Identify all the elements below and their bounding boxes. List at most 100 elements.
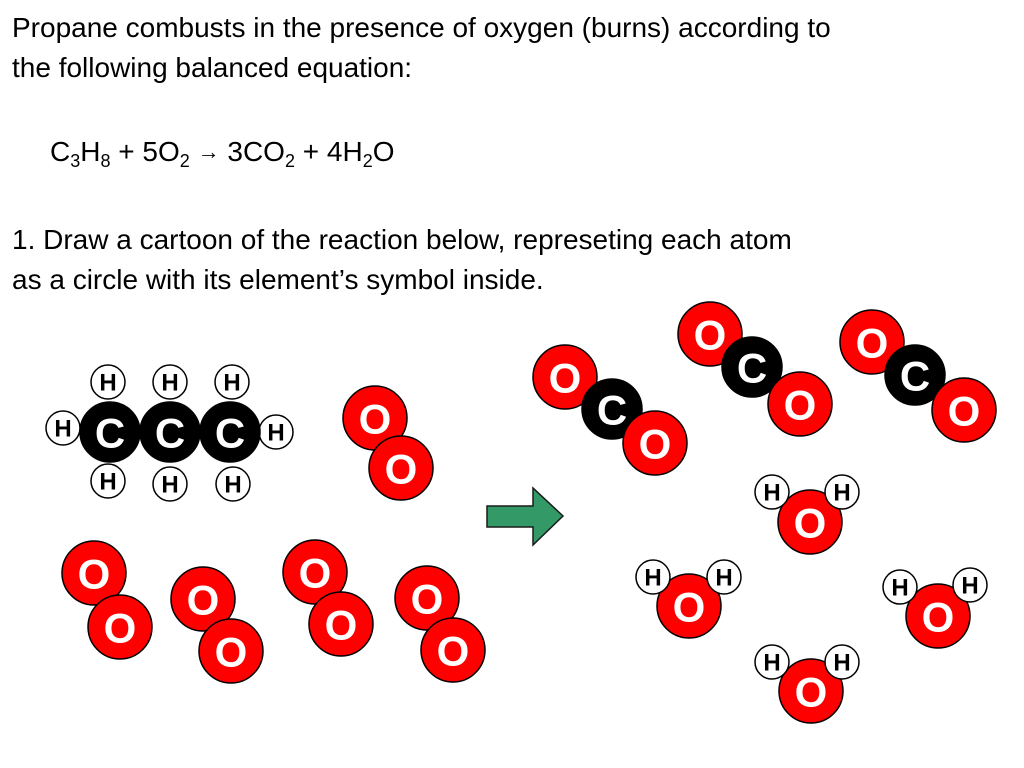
carbon-atom: C (884, 344, 946, 406)
hydrogen-atom-symbol: H (54, 416, 71, 443)
hydrogen-atom: H (824, 644, 860, 680)
oxygen-formula: 5O2 (142, 136, 190, 171)
oxygen-atom-symbol: O (299, 550, 332, 597)
hydrogen-atom-circle (754, 474, 790, 510)
oxygen-atom-symbol: O (794, 500, 827, 547)
oxygen-molecule: OO (342, 385, 434, 501)
oxygen-atom: O (767, 371, 833, 437)
carbon-dioxide-molecule: OCO (677, 301, 833, 437)
carbon-atom: C (139, 401, 201, 463)
oxygen-molecule: OO (282, 539, 374, 657)
oxygen-atom-circle (839, 309, 905, 375)
oxygen-atom: O (677, 301, 743, 367)
hydrogen-atom-symbol: H (644, 565, 661, 592)
hydrogen-atom: H (754, 474, 790, 510)
water-molecule: OH H (754, 644, 860, 724)
oxygen-atom-symbol: O (325, 602, 358, 649)
oxygen-atom: O (342, 385, 408, 451)
oxygen-atom-circle (931, 377, 997, 443)
hydrogen-atom: H (90, 463, 126, 499)
oxygen-atom-symbol: O (411, 576, 444, 623)
hydrogen-atom-circle (706, 559, 742, 595)
intro-line-1: Propane combusts in the presence of oxyg… (12, 12, 831, 43)
oxygen-atom-circle (198, 618, 264, 684)
question-line-2: as a circle with its element’s symbol in… (12, 264, 544, 295)
oxygen-atom: O (778, 658, 844, 724)
oxygen-atom-circle (767, 371, 833, 437)
oxygen-atom-symbol: O (78, 551, 111, 598)
intro-text: Propane combusts in the presence of oxyg… (12, 8, 1017, 88)
oxygen-atom-circle (420, 617, 486, 683)
reaction-arrow-shape (486, 486, 565, 547)
carbon-atom-symbol: C (900, 353, 930, 400)
oxygen-atom: O (622, 410, 688, 476)
oxygen-atom-circle (656, 573, 722, 639)
carbon-atom-symbol: C (95, 410, 125, 457)
carbon-atom-circle (199, 401, 261, 463)
oxygen-atom-circle (61, 540, 127, 606)
hydrogen-atom-symbol: H (267, 420, 284, 447)
plus-sign: + (294, 136, 327, 167)
hydrogen-atom-symbol: H (833, 650, 850, 677)
hydrogen-atom: H (215, 466, 251, 502)
carbon-atom: C (79, 401, 141, 463)
oxygen-atom-circle (282, 539, 348, 605)
hydrogen-atom-circle (152, 364, 188, 400)
hydrogen-atom: H (952, 567, 988, 603)
hydrogen-atom-symbol: H (763, 480, 780, 507)
hydrogen-atom-circle (824, 644, 860, 680)
oxygen-atom-circle (368, 435, 434, 501)
oxygen-atom-circle (170, 566, 236, 632)
oxygen-molecule: OO (394, 565, 486, 683)
oxygen-atom-circle (778, 658, 844, 724)
oxygen-atom: O (308, 591, 374, 657)
carbon-atom: C (721, 336, 783, 398)
hydrogen-atom-symbol: H (161, 370, 178, 397)
oxygen-atom-symbol: O (104, 605, 137, 652)
hydrogen-atom: H (152, 466, 188, 502)
oxygen-atom-circle (677, 301, 743, 367)
oxygen-atom-symbol: O (359, 396, 392, 443)
hydrogen-atom-circle (90, 463, 126, 499)
carbon-atom-circle (581, 378, 643, 440)
carbon-dioxide-molecule: OCO (839, 309, 997, 443)
hydrogen-atom-circle (635, 559, 671, 595)
hydrogen-atom-symbol: H (763, 650, 780, 677)
oxygen-atom-circle (532, 344, 598, 410)
oxygen-atom-symbol: O (948, 388, 981, 435)
oxygen-atom: O (368, 435, 434, 501)
oxygen-atom-circle (394, 565, 460, 631)
hydrogen-atom: H (90, 364, 126, 400)
oxygen-atom-symbol: O (673, 584, 706, 631)
reaction-arrow-glyph: → (197, 139, 220, 164)
oxygen-atom-circle (777, 489, 843, 555)
hydrogen-atom-symbol: H (715, 565, 732, 592)
intro-line-2: the following balanced equation: (12, 52, 413, 83)
oxygen-atom: O (61, 540, 127, 606)
hydrogen-atom-circle (214, 364, 250, 400)
plus-sign: + (110, 136, 143, 167)
hydrogen-atom: H (706, 559, 742, 595)
hydrogen-atom-symbol: H (161, 472, 178, 499)
oxygen-molecule: OO (61, 540, 153, 660)
oxygen-atom: O (282, 539, 348, 605)
hydrogen-atom-symbol: H (224, 472, 241, 499)
oxygen-atom-symbol: O (215, 629, 248, 676)
hydrogen-atom-symbol: H (961, 573, 978, 600)
carbon-atom-symbol: C (155, 410, 185, 457)
carbon-atom-circle (884, 344, 946, 406)
oxygen-atom: O (170, 566, 236, 632)
hydrogen-atom: H (882, 569, 918, 605)
oxygen-atom: O (532, 344, 598, 410)
hydrogen-atom: H (258, 414, 294, 450)
question-line-1: 1. Draw a cartoon of the reaction below,… (12, 224, 792, 255)
carbon-atom-symbol: C (597, 387, 627, 434)
oxygen-atom: O (931, 377, 997, 443)
hydrogen-atom-circle (215, 466, 251, 502)
oxygen-atom: O (420, 617, 486, 683)
hydrogen-atom: H (45, 410, 81, 446)
hydrogen-atom: H (824, 474, 860, 510)
oxygen-atom-symbol: O (694, 312, 727, 359)
